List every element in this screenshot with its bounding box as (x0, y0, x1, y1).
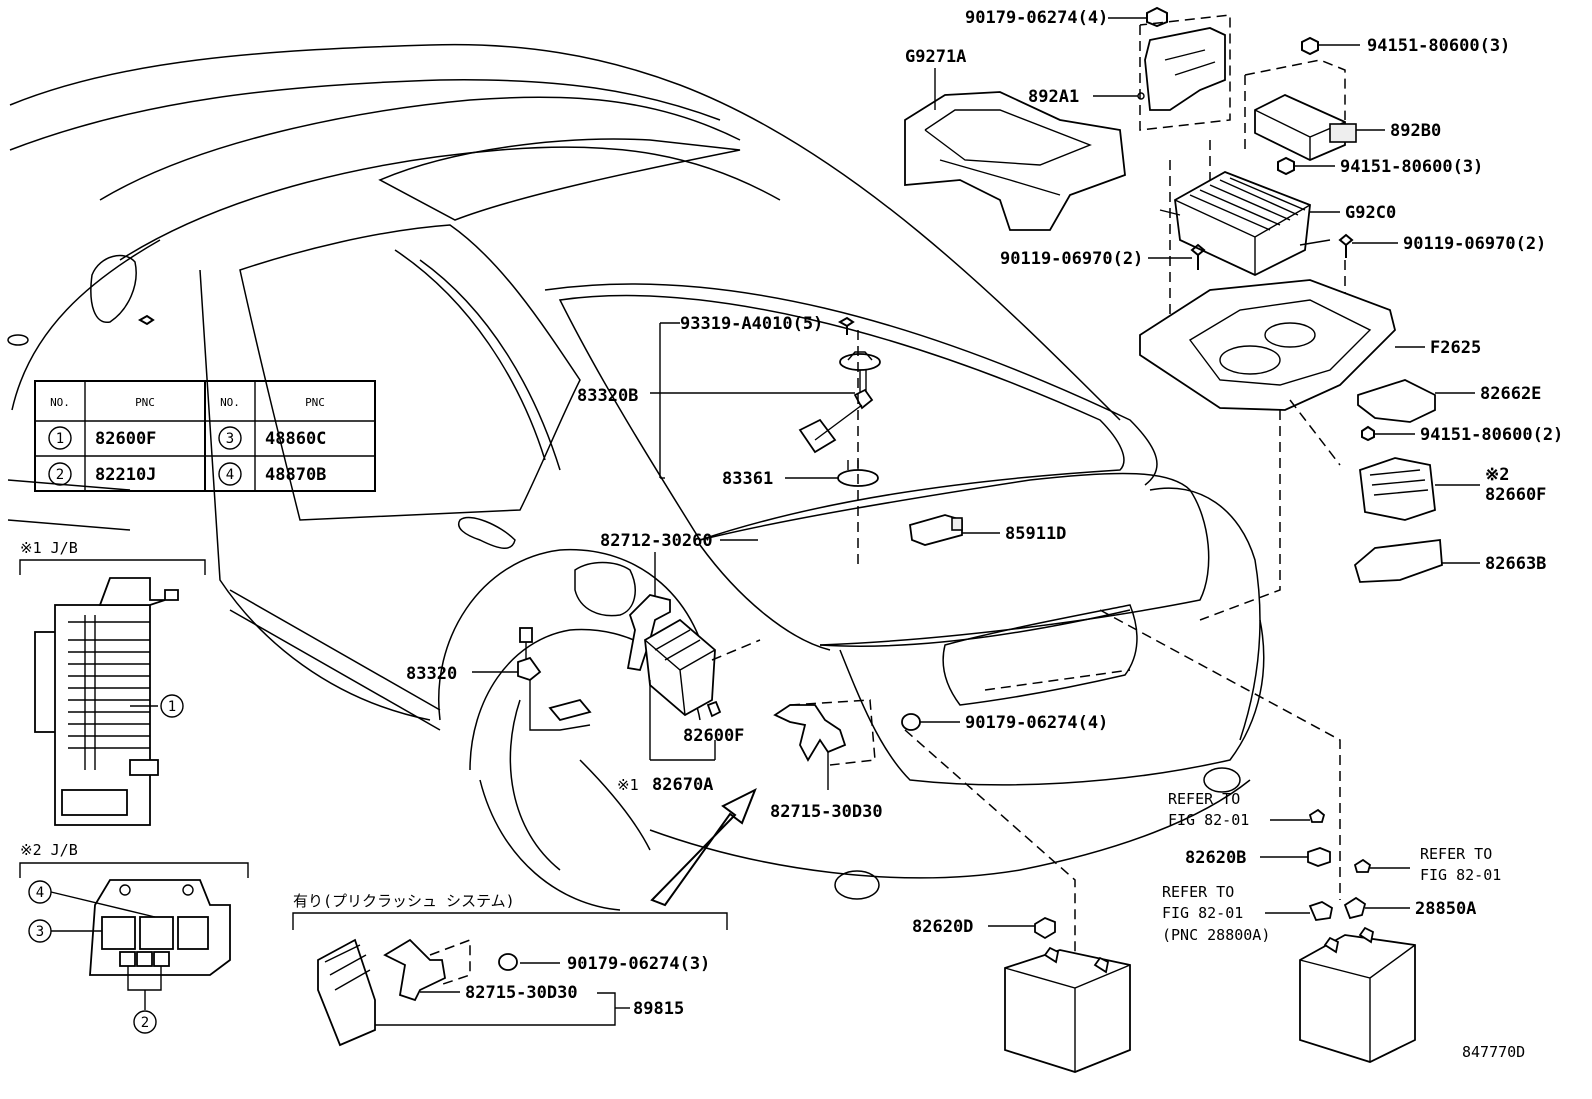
refer-2-line-2: FIG 82-01 (1420, 866, 1501, 884)
center-parts: 93319-A4010(5) 83320B 83361 85911D (137, 314, 1066, 570)
callout-2: 2 (141, 1015, 149, 1031)
label-90179-06274-mid: 90179-06274(4) (965, 713, 1108, 733)
label-94151-80600-3-a: 94151-80600(3) (1367, 36, 1510, 56)
table-header-pnc-2: PNC (305, 396, 325, 409)
label-90119-06970-left: 90119-06970(2) (1000, 249, 1143, 269)
label-90179-06274-top: 90179-06274(4) (965, 8, 1108, 28)
refer-2-line-1: REFER TO (1420, 845, 1492, 863)
refer-3-line-2: FIG 82-01 (1162, 904, 1243, 922)
jb1-title: ※1 J/B (20, 539, 78, 557)
pnc-table: NO. PNC NO. PNC 1 82600F 3 48860C 2 8221… (34, 380, 376, 492)
lower-center-parts: 82712-30260 ※1 82670A 82600F 83320 82715… (406, 531, 1341, 960)
figure-id: 847770D (1462, 1043, 1525, 1061)
label-82620b: 82620B (1185, 848, 1246, 868)
label-83320: 83320 (406, 664, 457, 684)
label-83320b: 83320B (577, 386, 638, 406)
label-82620d: 82620D (912, 917, 973, 937)
junction-block-1: ※1 J/B 1 (19, 539, 206, 826)
label-82712-30260: 82712-30260 (600, 531, 713, 551)
table-row-1-no-2: 3 (226, 431, 234, 447)
table-row-2-pnc-2: 48870B (265, 465, 326, 485)
label-93319-a4010: 93319-A4010(5) (680, 314, 823, 334)
junction-block-2: ※2 J/B 4 3 2 (19, 841, 249, 1034)
table-row-2-no-2: 4 (226, 467, 234, 483)
label-89815: 89815 (633, 999, 684, 1019)
refer-3-line-3: (PNC 28800A) (1162, 926, 1270, 944)
table-header-no-2: NO. (220, 396, 240, 409)
label-90179-06274-3: 90179-06274(3) (567, 954, 710, 974)
callout-4: 4 (36, 885, 44, 901)
jb2-title: ※2 J/B (20, 841, 78, 859)
table-header-no-1: NO. (50, 396, 70, 409)
label-82662e: 82662E (1480, 384, 1541, 404)
pre-crash-system-group: 有り(プリクラッシュ システム) 90179-06274(3) 82715-30… (292, 892, 728, 1047)
label-94151-80600-2: 94151-80600(2) (1420, 425, 1563, 445)
label-82715-30d30-mid: 82715-30D30 (770, 802, 883, 822)
label-94151-80600-3-b: 94151-80600(3) (1340, 157, 1483, 177)
pre-crash-title: 有り(プリクラッシュ システム) (293, 892, 515, 910)
refer-1-line-2: FIG 82-01 (1168, 811, 1249, 829)
label-82600f: 82600F (683, 726, 744, 746)
label-90119-06970-right: 90119-06970(2) (1403, 234, 1546, 254)
table-row-2-pnc-1: 82210J (95, 465, 156, 485)
label-82670a: 82670A (652, 775, 713, 795)
callout-1: 1 (168, 699, 176, 715)
label-mark-1: ※1 (617, 776, 639, 794)
table-row-1-no-1: 1 (56, 431, 64, 447)
label-f2625: F2625 (1430, 338, 1481, 358)
fuse-slots (68, 615, 150, 770)
refer-1-line-1: REFER TO (1168, 790, 1240, 808)
car-body-outline (7, 43, 1265, 911)
label-g92c0: G92C0 (1345, 203, 1396, 223)
callout-3: 3 (36, 924, 44, 940)
refer-3-line-1: REFER TO (1162, 883, 1234, 901)
label-28850a: 28850A (1415, 899, 1476, 919)
label-892a1: 892A1 (1028, 87, 1079, 107)
top-right-parts: G9271A 90179-06274(4) 892A1 94151-80600(… (904, 6, 1563, 621)
label-82663b: 82663B (1485, 554, 1546, 574)
label-892b0: 892B0 (1390, 121, 1441, 141)
table-row-1-pnc-2: 48860C (265, 429, 326, 449)
table-row-2-no-1: 2 (56, 467, 64, 483)
label-83361: 83361 (722, 469, 773, 489)
label-g9271a: G9271A (905, 47, 966, 67)
label-82715-30d30-bottom: 82715-30D30 (465, 983, 578, 1003)
label-85911d: 85911D (1005, 524, 1066, 544)
label-mark-2: ※2 (1485, 465, 1509, 485)
label-82660f: 82660F (1485, 485, 1546, 505)
battery-area: 82620D REFER TO FIG 82-01 82620B REFER T… (912, 790, 1501, 1073)
table-row-1-pnc-1: 82600F (95, 429, 156, 449)
table-header-pnc-1: PNC (135, 396, 155, 409)
